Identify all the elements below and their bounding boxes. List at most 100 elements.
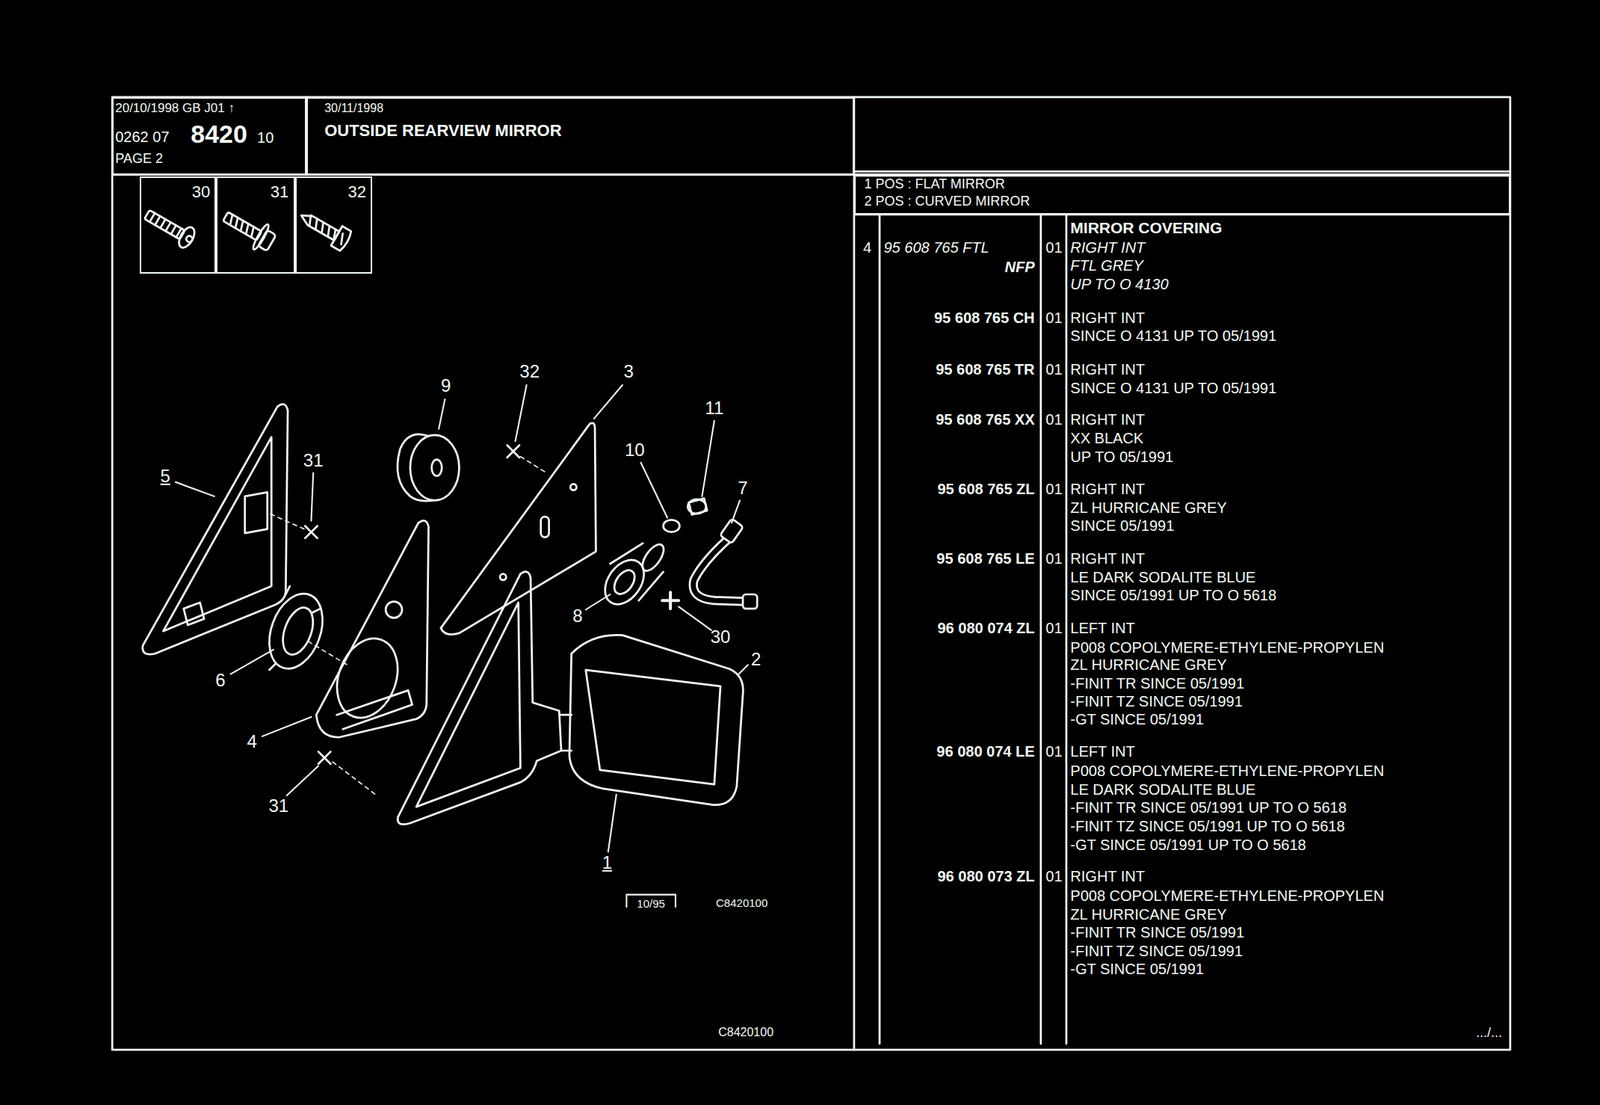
leader-lines bbox=[262, 716, 312, 737]
table-cell: XX BLACK bbox=[1070, 429, 1144, 447]
table-cell: P008 COPOLYMERE-ETHYLENE-PROPYLEN bbox=[1070, 887, 1385, 904]
gasket-part-5 bbox=[183, 602, 205, 625]
leader-lines bbox=[731, 499, 740, 523]
bushing-part-8 bbox=[610, 543, 664, 601]
table-cell: SINCE 05/1991 UP TO O 5618 bbox=[1070, 586, 1277, 604]
mirror-part-1 bbox=[569, 634, 743, 805]
table-cell: 01 bbox=[1045, 550, 1062, 567]
axis-lines bbox=[267, 512, 305, 530]
fixing-marks bbox=[304, 525, 317, 538]
table-cell: P008 COPOLYMERE-ETHYLENE-PROPYLEN bbox=[1070, 762, 1385, 779]
node-text: 8420 bbox=[190, 121, 248, 149]
leader-lines bbox=[175, 482, 215, 497]
screw-icon bbox=[305, 215, 338, 240]
table-cell: -GT SINCE 05/1991 bbox=[1070, 960, 1204, 977]
pad-part-9 bbox=[397, 434, 460, 501]
callout-number: 5 bbox=[160, 465, 171, 486]
table-cell: -FINIT TR SINCE 05/1991 bbox=[1070, 923, 1245, 941]
table-cell: 4 bbox=[863, 239, 872, 256]
table-cell: UP TO 05/1991 bbox=[1070, 448, 1174, 465]
screw-icon bbox=[222, 212, 262, 241]
node-text: 30/11/1998 bbox=[324, 101, 384, 116]
leader-lines bbox=[175, 384, 749, 852]
leader-lines bbox=[585, 594, 611, 610]
base-part-4 bbox=[326, 629, 409, 727]
node-text: 2 POS : CURVED MIRROR bbox=[863, 194, 1030, 210]
mirror-part-1 bbox=[397, 571, 743, 825]
axis-lines bbox=[520, 456, 545, 472]
fixing-marks bbox=[507, 445, 520, 458]
screw-icon bbox=[175, 224, 198, 250]
screw-icon bbox=[298, 210, 340, 240]
table-cell: 95 608 765 TR bbox=[935, 360, 1035, 378]
callout-number: 31 bbox=[303, 450, 324, 471]
table-cell: 01 bbox=[1045, 360, 1062, 378]
table-cell: LE DARK SODALITE BLUE bbox=[1070, 780, 1256, 798]
table-cell: 96 080 073 ZL bbox=[937, 867, 1035, 885]
table-cell: SINCE O 4131 UP TO 05/1991 bbox=[1070, 379, 1277, 397]
leader-lines bbox=[739, 664, 749, 674]
table-cell: NFP bbox=[1005, 258, 1036, 276]
callout-number: 1 bbox=[602, 852, 613, 873]
leader-lines bbox=[286, 765, 319, 796]
cable-part-7 bbox=[693, 535, 748, 602]
fixing-marks bbox=[662, 591, 679, 609]
node-text: 31 bbox=[270, 183, 289, 202]
screw-icon bbox=[144, 209, 185, 240]
callout-number: 7 bbox=[737, 478, 748, 498]
base-part-4 bbox=[385, 601, 403, 619]
table-cell: FTL GREY bbox=[1070, 257, 1143, 274]
callout-number: 32 bbox=[519, 361, 540, 382]
mirror-part-1 bbox=[416, 602, 521, 807]
bushing-part-8 bbox=[597, 541, 669, 612]
cap-part-11 bbox=[687, 499, 707, 514]
table-cell: LEFT INT bbox=[1070, 742, 1135, 760]
cable-part-7 bbox=[693, 535, 748, 602]
table-cell: 95 608 765 FTL bbox=[883, 239, 989, 256]
screw-icon bbox=[295, 205, 354, 252]
screw-icon-box: 31 bbox=[215, 176, 295, 274]
table-cell: RIGHT INT bbox=[1070, 550, 1145, 567]
table-cell: RIGHT INT bbox=[1070, 411, 1145, 428]
table-cell: 95 608 765 CH bbox=[934, 309, 1036, 326]
table-cell: LE DARK SODALITE BLUE bbox=[1070, 568, 1256, 586]
fixing-marks bbox=[304, 445, 679, 764]
pad-part-9 bbox=[397, 434, 433, 501]
table-cell: RIGHT INT bbox=[1070, 239, 1145, 256]
table-cell: SINCE O 4131 UP TO 05/1991 bbox=[1070, 327, 1277, 344]
leader-lines bbox=[594, 384, 623, 419]
gasket-part-5 bbox=[142, 404, 288, 655]
node-text: 10 bbox=[257, 129, 274, 146]
screw-icon-box: 30 bbox=[139, 176, 216, 274]
leader-lines bbox=[230, 649, 274, 675]
cap-part-11 bbox=[687, 498, 707, 515]
callout-number: 10 bbox=[624, 440, 645, 460]
ring-part-6 bbox=[259, 585, 332, 676]
page-frame bbox=[112, 97, 1511, 1050]
pad-part-9 bbox=[431, 459, 443, 477]
mirror-part-1 bbox=[558, 714, 571, 751]
base-part-4 bbox=[337, 689, 413, 729]
table-cell: 01 bbox=[1045, 239, 1062, 256]
screw-icon bbox=[337, 233, 347, 245]
node-text: OUTSIDE REARVIEW MIRROR bbox=[324, 121, 562, 140]
table-cell: -FINIT TZ SINCE 05/1991 bbox=[1070, 942, 1243, 959]
table-cell: UP TO O 4130 bbox=[1070, 275, 1169, 293]
table-cell: 01 bbox=[1045, 742, 1062, 760]
bushing-part-8 bbox=[638, 541, 668, 575]
screw-icon bbox=[149, 212, 181, 237]
node-text: 1 POS : FLAT MIRROR bbox=[863, 177, 1005, 193]
table-cell: LEFT INT bbox=[1070, 619, 1135, 636]
leader-lines bbox=[701, 420, 714, 497]
table-cell: ZL HURRICANE GREY bbox=[1070, 499, 1227, 516]
callout-number: 31 bbox=[268, 795, 289, 816]
callout-number: 11 bbox=[704, 398, 724, 418]
table-cell: RIGHT INT bbox=[1070, 360, 1145, 378]
table-cell: 96 080 074 ZL bbox=[937, 619, 1035, 636]
gasket-part-5 bbox=[245, 491, 268, 533]
table-cell: -FINIT TZ SINCE 05/1991 UP TO O 5618 bbox=[1070, 817, 1345, 835]
table-cell: 95 608 765 LE bbox=[936, 550, 1035, 567]
plate-part-3 bbox=[499, 573, 506, 580]
table-cell: -FINIT TR SINCE 05/1991 bbox=[1070, 674, 1245, 692]
